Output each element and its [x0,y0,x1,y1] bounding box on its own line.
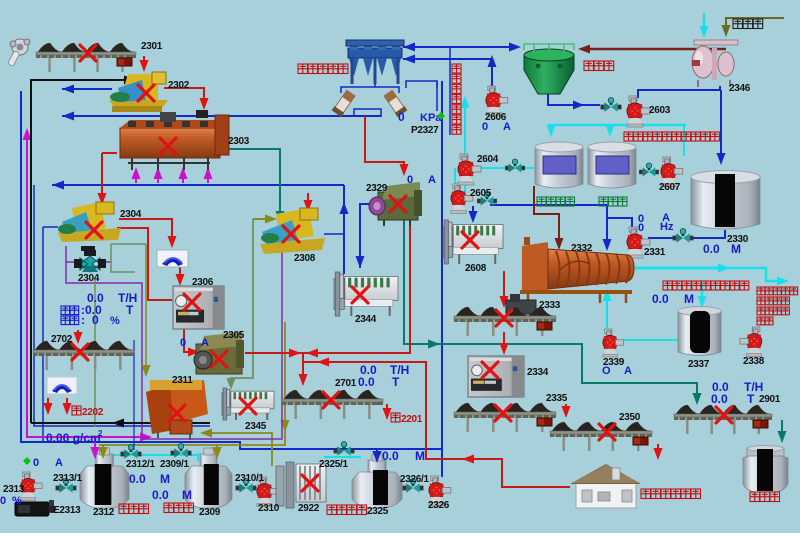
svg-text:2311: 2311 [172,375,193,386]
svg-text:2305: 2305 [223,330,245,341]
svg-text:2350: 2350 [619,412,641,423]
svg-text:0.0: 0.0 [358,375,375,389]
svg-text:2329: 2329 [366,183,388,194]
svg-text:0.0: 0.0 [360,363,377,377]
svg-text:0.0: 0.0 [87,291,104,305]
svg-text:2310/1: 2310/1 [235,473,265,484]
svg-text:E2313: E2313 [53,505,81,516]
svg-text:2606: 2606 [485,112,507,123]
svg-text:A: A [55,457,63,469]
svg-text:0: 0 [92,313,99,327]
svg-text:2332: 2332 [571,243,593,254]
svg-text:2607: 2607 [659,182,681,193]
svg-text:2338: 2338 [743,356,765,367]
svg-text:A: A [662,212,670,224]
svg-text:%: % [110,315,120,327]
svg-text:2608: 2608 [465,263,487,274]
svg-text:0.0: 0.0 [703,242,720,256]
svg-text:M: M [684,292,694,306]
svg-text:Hz: Hz [660,221,674,233]
svg-text:2326: 2326 [428,500,450,511]
svg-text:2702: 2702 [51,334,73,345]
svg-text:2306: 2306 [192,277,214,288]
svg-text:0.0: 0.0 [652,292,669,306]
svg-text:2309/1: 2309/1 [160,459,190,470]
svg-text:T/H: T/H [390,363,409,377]
svg-text:2313: 2313 [3,484,25,495]
svg-text::: : [81,313,85,327]
svg-text:0.00 g/cm: 0.00 g/cm [46,431,101,445]
svg-text:2309: 2309 [199,507,221,518]
svg-text:A: A [428,174,436,186]
svg-text:KPa: KPa [420,112,442,124]
svg-text:2344: 2344 [355,314,377,325]
svg-text:2303: 2303 [228,136,250,147]
svg-text:2605: 2605 [470,188,492,199]
svg-text:%: % [12,495,22,507]
svg-text:T: T [392,375,400,389]
svg-text:2310: 2310 [258,503,280,514]
svg-text:2346: 2346 [729,83,751,94]
svg-text:M: M [415,449,425,463]
svg-text:2312/1: 2312/1 [126,459,156,470]
svg-text:2302: 2302 [168,80,190,91]
svg-text:A: A [503,121,511,133]
svg-text:2202: 2202 [82,407,104,418]
svg-text:2334: 2334 [527,367,549,378]
svg-text:2701: 2701 [335,378,357,389]
svg-text:O: O [602,365,611,377]
svg-text:0: 0 [0,495,6,507]
svg-text:M: M [160,472,170,486]
svg-text:2312: 2312 [93,507,115,518]
svg-text:2604: 2604 [477,154,499,165]
svg-text:2313/1: 2313/1 [53,473,83,484]
svg-text:A: A [201,337,209,349]
svg-text:2304: 2304 [120,209,142,220]
svg-text:T: T [126,303,134,317]
svg-text:T/H: T/H [744,380,763,394]
svg-text:0: 0 [638,213,644,225]
svg-text:T: T [747,392,755,406]
svg-text:2337: 2337 [688,359,710,370]
svg-text:0.0: 0.0 [152,488,169,502]
svg-text:0: 0 [407,174,413,186]
svg-text:0.0: 0.0 [129,472,146,486]
svg-text:2333: 2333 [539,300,561,311]
svg-text:M: M [182,488,192,502]
svg-text:0: 0 [482,121,488,133]
svg-text:2304: 2304 [78,273,100,284]
svg-text:2330: 2330 [727,234,749,245]
svg-text:0: 0 [638,222,644,234]
svg-text:2308: 2308 [294,253,316,264]
svg-text:2603: 2603 [649,105,671,116]
svg-text::0.0: :0.0 [81,303,102,317]
svg-text:2331: 2331 [644,247,666,258]
svg-text:2325: 2325 [367,506,389,517]
svg-text:2901: 2901 [759,394,781,405]
svg-text:A: A [624,365,632,377]
svg-text:0: 0 [180,337,186,349]
svg-text:T/H: T/H [118,291,137,305]
svg-text:P2327: P2327 [411,125,439,136]
svg-text:M: M [731,242,741,256]
svg-text:2326/1: 2326/1 [400,474,430,485]
svg-text:2201: 2201 [401,414,423,425]
svg-text:2301: 2301 [141,41,163,52]
svg-text:0.0: 0.0 [382,449,399,463]
svg-text:2345: 2345 [245,421,267,432]
svg-text:0: 0 [398,110,405,124]
svg-text:2335: 2335 [546,393,568,404]
svg-text:2325/1: 2325/1 [319,459,349,470]
svg-text:0.0: 0.0 [711,392,728,406]
svg-text:2: 2 [98,429,103,438]
svg-text:2922: 2922 [298,503,320,514]
svg-text:0.0: 0.0 [712,380,729,394]
svg-text:0: 0 [33,457,39,469]
svg-text:2339: 2339 [603,357,625,368]
